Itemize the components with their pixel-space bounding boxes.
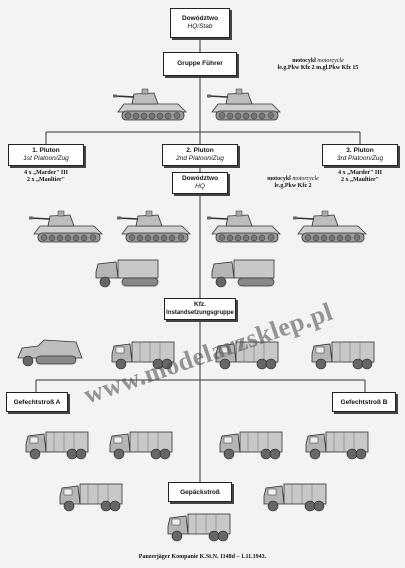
- marder-tank-icon: [116, 210, 191, 243]
- footer-caption: Panzerjäger Kompanie K.St.N. 1148d – 1.1…: [138, 554, 267, 560]
- cargo-truck-icon: [167, 513, 231, 542]
- platoon-2-box: 2. Pluton 2nd Platoon/Zug: [162, 144, 238, 166]
- platoon-2-hq-box: Dowództwo HQ: [172, 172, 228, 194]
- marder-tank-icon: [206, 210, 281, 243]
- gruppe-fuhrer-box: Gruppe Führer: [163, 52, 237, 76]
- marder-tank-icon: [206, 88, 281, 121]
- platoon-2-title: 2. Pluton: [186, 147, 214, 154]
- platoon-2-hq-title: Dowództwo: [181, 175, 219, 182]
- gefechtstross-b-box: Gefechtstroß B: [332, 392, 396, 412]
- platoon-1-title: 1. Pluton: [32, 147, 60, 154]
- platoon-2-subtitle: 2nd Platoon/Zug: [176, 155, 224, 162]
- gepackstross-box: Gepäckstroß: [168, 482, 232, 502]
- cargo-truck-icon: [25, 431, 89, 460]
- hq-subtitle: HQ/Stab: [187, 23, 213, 30]
- cargo-truck-icon: [263, 483, 327, 512]
- kfz-title: Kfz.: [194, 301, 206, 308]
- halftrack-kubel-icon: [17, 339, 83, 367]
- kfz-repair-box: Kfz. Instandsetzungsgruppe: [164, 298, 236, 320]
- maultier-halftrack-icon: [95, 259, 159, 288]
- platoon-1-subtitle: 1st Platoon/Zug: [23, 155, 69, 162]
- kfz-subtitle: Instandsetzungsgruppe: [166, 310, 234, 316]
- gefechtstross-a-box: Gefechtstroß A: [6, 392, 68, 412]
- platoon-3-box: 3. Pluton 3rd Platoon/Zug: [322, 144, 398, 166]
- gruppe-fuhrer-title: Gruppe Führer: [177, 60, 223, 67]
- hq-title: Dowództwo: [181, 15, 219, 22]
- marder-tank-icon: [28, 210, 103, 243]
- gefechtstross-a-title: Gefechtstroß A: [13, 399, 61, 406]
- platoon-3-subtitle: 3rd Platoon/Zug: [336, 155, 384, 162]
- cargo-truck-icon: [219, 431, 283, 460]
- marder-tank-icon: [112, 88, 187, 121]
- platoon-1-box: 1. Pluton 1st Platoon/Zug: [8, 144, 84, 166]
- motorcycle-caption-mid: motocykl motorcycle le.g.Pkw Kfz 2: [267, 176, 319, 189]
- gefechtstross-b-title: Gefechtstroß B: [340, 399, 388, 406]
- cargo-truck-icon: [311, 341, 375, 370]
- gepackstross-title: Gepäckstroß: [180, 489, 220, 496]
- marder-tank-icon: [292, 210, 367, 243]
- platoon-2-hq-subtitle: HQ: [195, 183, 205, 190]
- maultier-halftrack-icon: [211, 259, 275, 288]
- motorcycle-caption-top: motocykl motorcycle le.g.Pkw Kfz 2 m.gl.…: [277, 58, 359, 71]
- cargo-truck-icon: [59, 483, 123, 512]
- platoon-3-title: 3. Pluton: [346, 147, 374, 154]
- cargo-truck-icon: [305, 431, 369, 460]
- hq-box: Dowództwo HQ/Stab: [170, 8, 230, 38]
- cargo-truck-icon: [109, 431, 173, 460]
